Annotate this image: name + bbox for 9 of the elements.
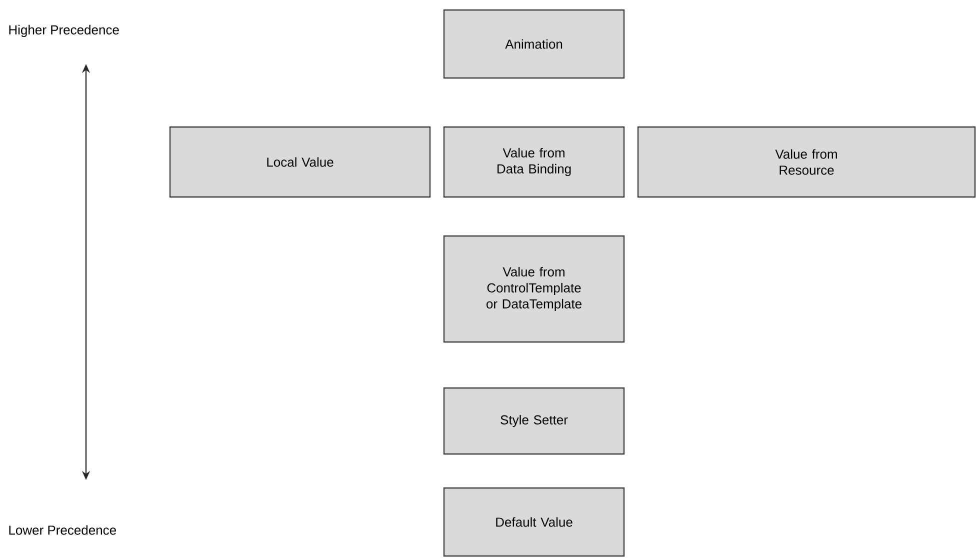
value-box: Value from Resource <box>637 126 976 198</box>
precedence-label: Higher Precedence <box>9 24 119 38</box>
value-box: Value from Data Binding <box>443 126 625 198</box>
value-box: Style Setter <box>443 387 625 455</box>
value-box: Default Value <box>443 487 625 557</box>
value-box: Animation <box>443 9 625 79</box>
value-box: Value from ControlTemplate or DataTemplate <box>443 235 625 343</box>
value-box: Local Value <box>169 126 431 198</box>
precedence-label: Lower Precedence <box>9 525 116 535</box>
